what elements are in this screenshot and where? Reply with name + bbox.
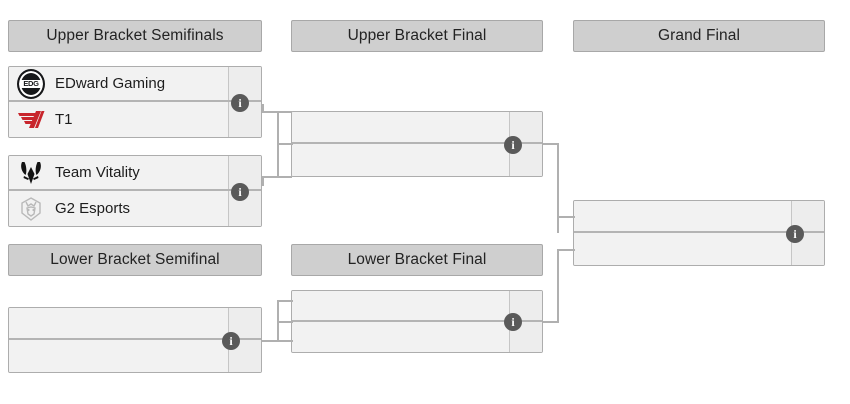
info-icon[interactable]: i	[504, 136, 522, 154]
round-header-label: Lower Bracket Semifinal	[50, 251, 220, 268]
match-row[interactable]	[292, 291, 542, 322]
team-name: T1	[55, 111, 73, 128]
connector-ub-into-final	[277, 143, 293, 145]
team-cell[interactable]	[9, 340, 228, 372]
match-grand-final[interactable]: i	[573, 200, 825, 266]
team-cell[interactable]	[292, 144, 509, 176]
match-row[interactable]	[574, 233, 824, 265]
info-icon[interactable]: i	[222, 332, 240, 350]
team-name: EDward Gaming	[55, 75, 166, 92]
round-header-grand-final: Grand Final	[573, 20, 825, 52]
connector-ubsf1-riser	[262, 104, 264, 113]
info-icon[interactable]: i	[504, 313, 522, 331]
round-header-label: Grand Final	[657, 27, 741, 44]
round-header-label: Lower Bracket Final	[347, 251, 487, 268]
team-cell[interactable]: G2 Esports	[9, 191, 228, 226]
info-icon[interactable]: i	[231, 94, 249, 112]
team-cell[interactable]	[574, 201, 791, 231]
connector-into-lb-final-bottom	[277, 321, 293, 323]
round-header-label: Upper Bracket Semifinals	[46, 27, 224, 44]
team-cell[interactable]: EDG EDward Gaming	[9, 67, 228, 100]
round-header-lower-bracket-final: Lower Bracket Final	[291, 244, 543, 276]
team-cell[interactable]	[292, 322, 509, 353]
connector-into-lb-final-top	[277, 300, 293, 302]
team-name: G2 Esports	[55, 200, 131, 217]
match-row[interactable]: G2 Esports	[9, 191, 261, 226]
match-upper-bracket-semifinal-2[interactable]: Team Vitality	[8, 155, 262, 227]
round-header-lower-bracket-semifinal: Lower Bracket Semifinal	[8, 244, 262, 276]
g2-esports-logo	[17, 195, 45, 223]
team-vitality-logo	[17, 159, 45, 187]
connector-lbf-rise	[557, 249, 559, 323]
connector-lbsf-rise	[277, 321, 279, 342]
match-row[interactable]: Team Vitality	[9, 156, 261, 191]
team-cell[interactable]	[292, 291, 509, 320]
match-upper-bracket-semifinal-1[interactable]: EDG EDward Gaming	[8, 66, 262, 138]
team-cell[interactable]: T1	[9, 102, 228, 137]
team-cell[interactable]	[574, 233, 791, 265]
connector-ubf-drop	[557, 143, 559, 233]
match-row[interactable]	[574, 201, 824, 233]
round-header-upper-bracket-final: Upper Bracket Final	[291, 20, 543, 52]
match-row[interactable]: T1	[9, 102, 261, 137]
edward-gaming-logo: EDG	[17, 68, 45, 99]
connector-into-grand-final-bottom	[557, 249, 575, 251]
match-lower-bracket-final[interactable]: i	[291, 290, 543, 353]
connector-lb-final-top-riser	[277, 300, 279, 322]
info-icon[interactable]: i	[786, 225, 804, 243]
connector-lbf-out	[543, 321, 559, 323]
connector-ubf-out	[543, 143, 559, 145]
match-lower-bracket-semifinal[interactable]: i	[8, 307, 262, 373]
team-cell[interactable]: Team Vitality	[9, 156, 228, 189]
team-cell[interactable]	[9, 308, 228, 338]
match-row[interactable]: EDG EDward Gaming	[9, 67, 261, 102]
match-row[interactable]	[292, 112, 542, 144]
round-header-label: Upper Bracket Final	[347, 27, 487, 44]
match-row[interactable]	[9, 340, 261, 372]
team-cell[interactable]	[292, 112, 509, 142]
match-upper-bracket-final[interactable]: i	[291, 111, 543, 177]
t1-logo	[17, 106, 45, 134]
connector-into-grand-final-top	[557, 216, 575, 218]
team-name: Team Vitality	[55, 164, 140, 181]
round-header-upper-bracket-semifinals: Upper Bracket Semifinals	[8, 20, 262, 52]
info-icon[interactable]: i	[231, 183, 249, 201]
connector-ubsf2-riser	[262, 176, 264, 186]
match-row[interactable]	[9, 308, 261, 340]
match-row[interactable]	[292, 144, 542, 176]
